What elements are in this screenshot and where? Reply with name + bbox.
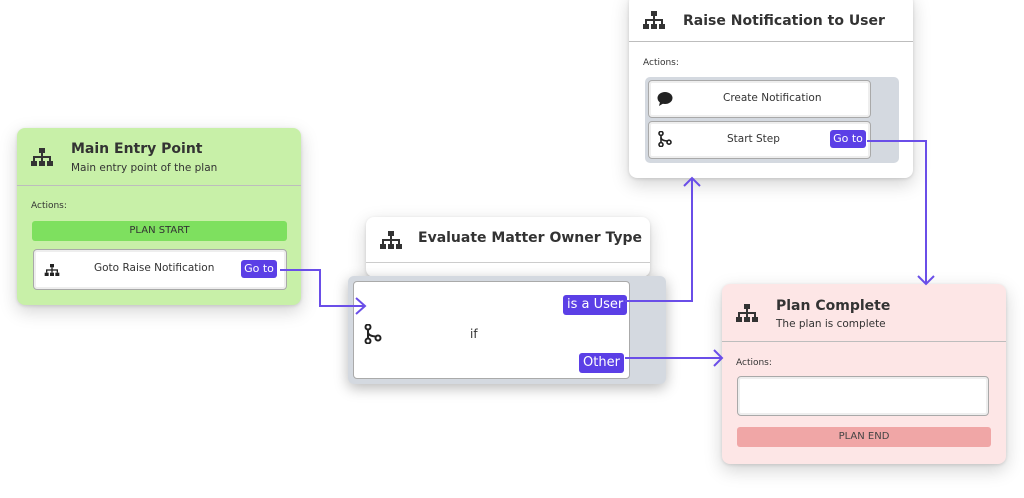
arrowhead-complete-top (917, 275, 935, 286)
connector-notification-to-complete (867, 140, 927, 284)
step-label: Start Step (727, 133, 780, 145)
main-entry-card[interactable]: Main Entry Point Main entry point of the… (17, 128, 301, 305)
condition-label: if (470, 327, 478, 341)
raise-notification-card[interactable]: Raise Notification to User Actions: Crea… (629, 0, 913, 178)
card-subtitle: Main entry point of the plan (71, 162, 218, 174)
card-title: Raise Notification to User (683, 13, 885, 29)
sitemap-icon (736, 304, 758, 322)
step-row[interactable]: Goto Raise Notification Go to (33, 249, 287, 290)
connector-main-to-evaluate (280, 269, 365, 307)
speech-bubble-icon (657, 92, 673, 106)
fork-icon (658, 131, 672, 147)
sitemap-icon (380, 231, 402, 249)
step-row[interactable]: Start Step Go to (648, 121, 871, 159)
branch-is-user-tag[interactable]: is a User (563, 295, 628, 315)
step-row[interactable]: Create Notification (648, 80, 871, 118)
plan-start-bar: PLAN START (32, 221, 287, 241)
arrowhead-complete-left (713, 349, 724, 367)
goto-button[interactable]: Go to (830, 130, 866, 148)
card-title: Plan Complete (776, 298, 891, 314)
goto-button[interactable]: Go to (241, 260, 277, 278)
condition-row[interactable]: if is a User Other (353, 281, 630, 379)
step-label: Create Notification (723, 92, 822, 104)
arrowhead-evaluate (355, 297, 367, 315)
card-header: Main Entry Point Main entry point of the… (17, 128, 301, 186)
step-label: Goto Raise Notification (94, 262, 215, 274)
steps-panel: Create Notification Start Step Go to (645, 77, 899, 163)
card-title: Main Entry Point (71, 141, 203, 157)
actions-label: Actions: (643, 58, 679, 68)
sitemap-icon (31, 148, 53, 166)
branch-other-tag[interactable]: Other (579, 353, 624, 373)
evaluate-card[interactable]: Evaluate Matter Owner Type (366, 217, 650, 277)
arrowhead-notification (683, 176, 701, 187)
fork-icon (364, 324, 382, 344)
actions-label: Actions: (31, 201, 67, 211)
actions-label: Actions: (736, 358, 772, 368)
condition-panel[interactable]: if is a User Other (348, 276, 666, 384)
sitemap-icon (44, 264, 60, 276)
sitemap-icon (643, 11, 665, 29)
card-title: Evaluate Matter Owner Type (418, 230, 643, 246)
card-header: Evaluate Matter Owner Type (366, 217, 650, 263)
card-subtitle: The plan is complete (776, 318, 886, 330)
empty-actions-slot (737, 376, 989, 416)
card-header: Raise Notification to User (629, 0, 913, 42)
card-header: Plan Complete The plan is complete (722, 284, 1006, 342)
connector-user-to-notification (625, 178, 693, 302)
plan-end-bar: PLAN END (737, 427, 991, 447)
plan-complete-card[interactable]: Plan Complete The plan is complete Actio… (722, 284, 1006, 464)
